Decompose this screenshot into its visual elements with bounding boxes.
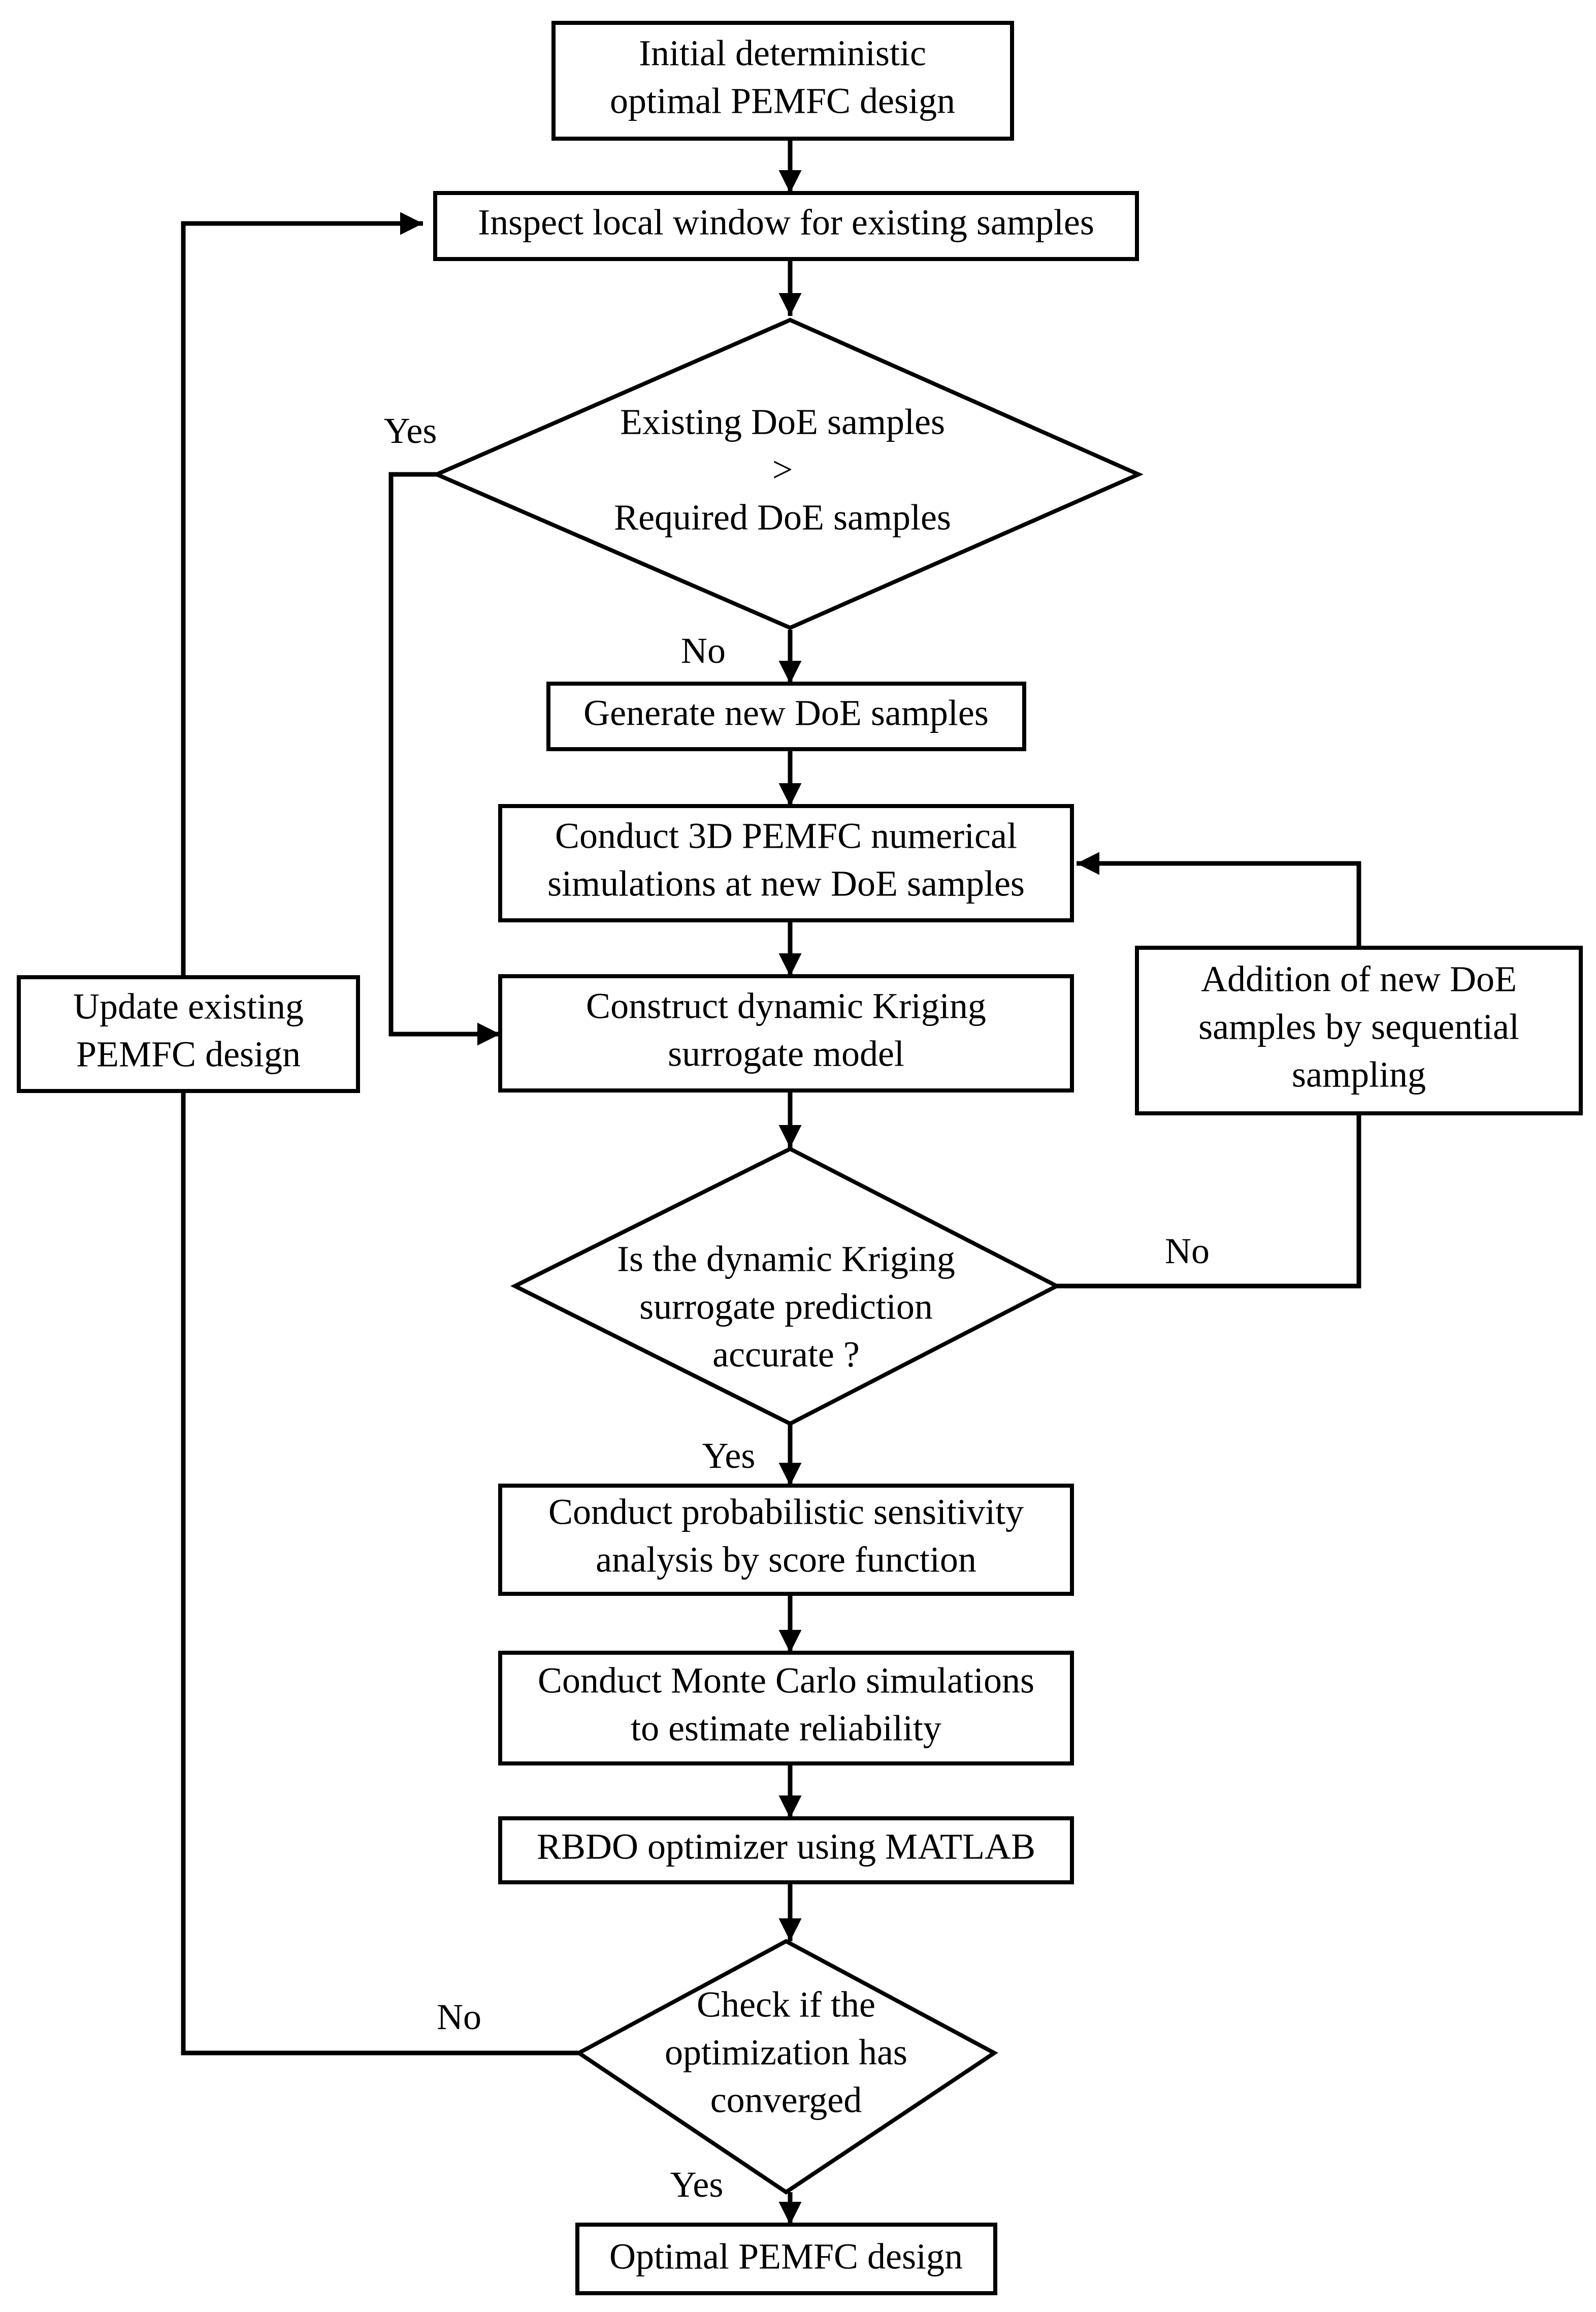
check-accuracy-label: Is the dynamic Kriging surrogate predicti… — [617, 1239, 955, 1375]
rbdo-optimizer-node: RBDO optimizer using MATLAB — [498, 1816, 1074, 1884]
node-label-line: PEMFC design — [76, 1034, 301, 1075]
node-label-line: Update existing — [73, 986, 304, 1027]
node-label-line: Initial deterministic — [639, 33, 926, 74]
convergence-no-label: No — [437, 1997, 481, 2037]
construct-kriging-node: Construct dynamic Kriging surrogate model — [498, 974, 1074, 1093]
node-label-line: Conduct 3D PEMFC numerical — [555, 816, 1017, 856]
node-label-line: Existing DoE samples — [620, 402, 945, 442]
connectors — [181, 139, 1361, 2225]
initial-design-node: Initial deterministic optimal PEMFC desig… — [551, 21, 1014, 141]
rbdo-optimizer-label: RBDO optimizer using MATLAB — [537, 1826, 1035, 1867]
check-convergence-label: Check if the optimization has converged — [665, 1984, 907, 2121]
node-label-line: Check if the — [697, 1984, 875, 2025]
optimal-design-node: Optimal PEMFC design — [575, 2223, 997, 2295]
simulations-3d-node: Conduct 3D PEMFC numerical simulations at… — [498, 804, 1074, 922]
generate-samples-node: Generate new DoE samples — [546, 682, 1026, 751]
convergence-yes-label: Yes — [670, 2164, 724, 2205]
samples-yes-label: Yes — [384, 410, 437, 451]
accuracy-yes-label: Yes — [702, 1435, 756, 1476]
check-convergence-decision: Check if the optimization has converged — [575, 1939, 998, 2195]
node-label-line: Inspect local window for existing sample… — [478, 202, 1094, 243]
node-label-line: optimal PEMFC design — [610, 81, 955, 121]
node-label-line: Conduct Monte Carlo simulations — [538, 1660, 1034, 1701]
samples-no-label: No — [681, 630, 726, 671]
sequential-sampling-node: Addition of new DoE samples by sequential… — [1135, 946, 1583, 1115]
sensitivity-analysis-label: Conduct probabilistic sensitivity analysi… — [548, 1492, 1024, 1580]
node-label-line: Addition of new DoE — [1201, 959, 1517, 1000]
sensitivity-analysis-node: Conduct probabilistic sensitivity analysi… — [498, 1484, 1074, 1596]
inspect-window-node: Inspect local window for existing sample… — [433, 191, 1139, 261]
check-samples-label: Existing DoE samples > Required DoE sample… — [614, 402, 951, 538]
node-label-line: Construct dynamic Kriging — [586, 986, 986, 1026]
node-label-line: sampling — [1292, 1054, 1426, 1095]
arrow-check-convergence-no-to-update — [181, 1091, 579, 2056]
monte-carlo-label: Conduct Monte Carlo simulations to estima… — [538, 1660, 1034, 1749]
monte-carlo-node: Conduct Monte Carlo simulations to estima… — [498, 1651, 1074, 1765]
node-label-line: surrogate prediction — [639, 1287, 933, 1327]
initial-design-label: Initial deterministic optimal PEMFC desig… — [610, 33, 955, 121]
node-label-line: optimization has — [665, 2032, 907, 2073]
node-label-line: samples by sequential — [1198, 1007, 1519, 1047]
node-label-line: to estimate reliability — [631, 1708, 941, 1749]
node-label-line: > — [772, 449, 793, 490]
optimal-design-label: Optimal PEMFC design — [609, 2236, 963, 2277]
node-label-line: Required DoE samples — [614, 497, 951, 538]
node-label-line: Generate new DoE samples — [583, 693, 989, 733]
sequential-sampling-label: Addition of new DoE samples by sequential… — [1198, 959, 1519, 1095]
node-label-line: Conduct probabilistic sensitivity — [548, 1492, 1024, 1532]
accuracy-no-label: No — [1165, 1231, 1210, 1271]
node-label-line: accurate ? — [712, 1334, 860, 1375]
construct-kriging-label: Construct dynamic Kriging surrogate model — [586, 986, 986, 1074]
node-label-line: RBDO optimizer using MATLAB — [537, 1826, 1035, 1867]
node-label-line: Optimal PEMFC design — [609, 2236, 963, 2277]
edge-labels: Yes No No Yes No Yes — [384, 410, 1210, 2205]
node-label-line: converged — [710, 2080, 862, 2121]
inspect-window-label: Inspect local window for existing sample… — [478, 202, 1094, 243]
node-label-line: analysis by score function — [596, 1539, 976, 1580]
check-samples-decision: Existing DoE samples > Required DoE sample… — [431, 317, 1144, 630]
generate-samples-label: Generate new DoE samples — [583, 693, 989, 733]
node-label-line: Is the dynamic Kriging — [617, 1239, 955, 1279]
arrow-sequential-to-simulations — [1077, 852, 1361, 948]
arrow-check-accuracy-no-to-sequential — [1057, 1113, 1361, 1289]
node-label-line: simulations at new DoE samples — [547, 863, 1025, 904]
simulations-3d-label: Conduct 3D PEMFC numerical simulations at… — [547, 816, 1025, 904]
node-label-line: surrogate model — [668, 1034, 904, 1074]
arrow-check-samples-yes-to-kriging — [388, 472, 500, 1046]
arrow-update-to-inspect — [181, 212, 423, 977]
check-accuracy-decision: Is the dynamic Kriging surrogate predicti… — [510, 1146, 1061, 1426]
